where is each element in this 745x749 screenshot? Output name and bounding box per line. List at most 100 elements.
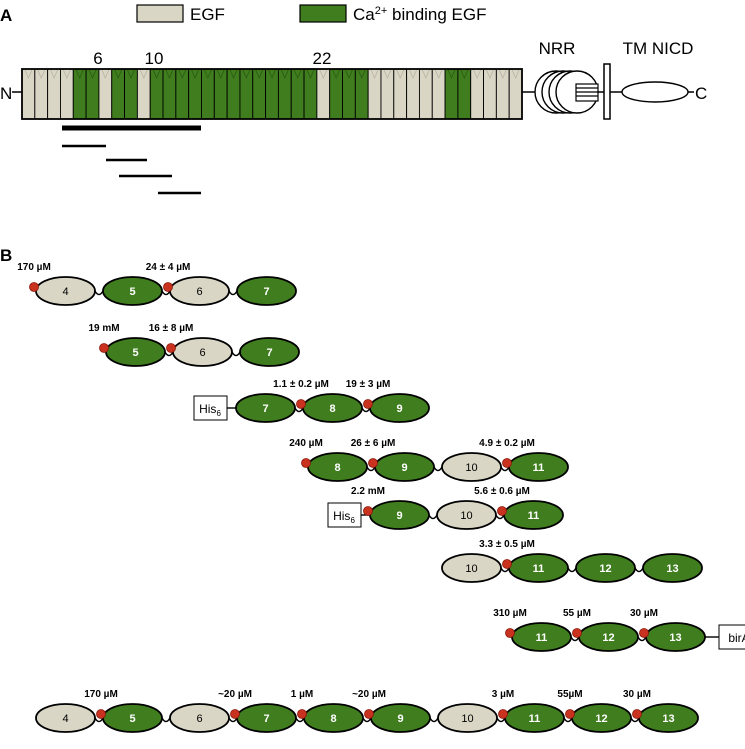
egf-domain-label: 4 (62, 713, 68, 725)
panel-b-label: B (0, 246, 12, 265)
kd-label: 30 µM (630, 608, 658, 619)
panel-a: A EGF Ca2+ binding EGF N 6 10 22 (0, 4, 707, 195)
egf-repeat-ca-20 (265, 68, 279, 120)
egf-repeat-29 (380, 68, 395, 120)
egf-repeat-ca-9 (124, 68, 138, 120)
kd-label: 5.6 ± 0.6 µM (474, 486, 530, 497)
egf-domain-5 (102, 276, 163, 306)
egf-domain-label: 12 (602, 632, 614, 644)
egf-repeat-ca-17 (226, 68, 241, 120)
kd-label: 3 µM (492, 689, 514, 700)
egf-domain-label: 13 (662, 713, 674, 725)
egf-domain-label: 8 (329, 403, 335, 415)
egf-repeat-ca-23 (303, 68, 318, 120)
egf-repeat-39 (508, 68, 523, 120)
egf-domain-label: 12 (595, 713, 607, 725)
egf-repeat-30 (393, 68, 408, 120)
calcium-site (99, 343, 109, 353)
calcium-site (639, 628, 649, 638)
egf-domain-label: 6 (196, 713, 202, 725)
calcium-site (230, 709, 240, 719)
egf-domain-7 (236, 276, 297, 306)
egf-repeat-ca-22 (290, 68, 305, 120)
egf-repeat-7 (98, 68, 113, 120)
egf-domain-label: 10 (461, 713, 473, 725)
egf-domain-label: 6 (199, 347, 205, 359)
his6-label: His6 (333, 509, 355, 525)
kd-label: 2.2 mM (351, 486, 385, 497)
calcium-site (502, 458, 512, 468)
egf-repeat-ca-19 (252, 68, 267, 120)
egf-domain-label: 12 (599, 563, 611, 575)
egf-repeat-ca-16 (213, 68, 228, 120)
egf-repeat-ca-13 (175, 68, 190, 120)
egf-domain-label: 8 (334, 462, 340, 474)
egf-repeat-ca-12 (162, 68, 177, 120)
egf-repeat-24 (316, 68, 331, 120)
calcium-site (96, 709, 106, 719)
egf-domain-label: 13 (666, 563, 678, 575)
kd-label: 1.1 ± 0.2 µM (273, 379, 329, 390)
calcium-site (163, 282, 173, 292)
egf-domain-label: 11 (536, 632, 548, 644)
calcium-site (502, 559, 512, 569)
calcium-site (363, 506, 373, 516)
egf-domain-label: 7 (262, 403, 268, 415)
nicd-domain (621, 81, 689, 103)
egf-domain-label: 4 (62, 286, 68, 298)
kd-label: 26 ± 6 µM (351, 438, 396, 449)
c-terminus-label: C (695, 84, 707, 103)
calcium-site (498, 709, 508, 719)
kd-label: ~20 µM (218, 689, 252, 700)
nrr-domain (534, 70, 599, 114)
egf-domain-label: 7 (263, 713, 269, 725)
egf-repeat-ca-21 (277, 68, 292, 120)
calcium-site (565, 709, 575, 719)
n-terminus-label: N (0, 84, 12, 103)
egf-domain-label: 9 (396, 403, 402, 415)
egf-domain-12 (575, 553, 636, 583)
egf-repeat-ca-14 (188, 68, 202, 120)
calcium-site (297, 709, 307, 719)
calcium-site (505, 628, 515, 638)
bira-tag (718, 624, 745, 650)
egf-repeat-array (21, 68, 523, 120)
egf-repeat-ca-5 (72, 68, 87, 120)
egf-domain-label: 9 (401, 462, 407, 474)
egf-repeat-37 (483, 68, 497, 120)
kd-label: 1 µM (291, 689, 313, 700)
bira-label: birA (728, 631, 745, 645)
egf-repeat-33 (431, 68, 446, 120)
egf-repeat-2 (34, 68, 49, 120)
kd-label: 240 µM (289, 438, 323, 449)
egf-repeat-36 (470, 68, 484, 120)
egf-repeat-ca-15 (201, 68, 215, 120)
legend-egf-label: EGF (190, 5, 225, 24)
egf-domain-label: 5 (129, 286, 135, 298)
egf-repeat-ca-27 (354, 68, 369, 120)
his6-label: His6 (199, 402, 221, 418)
legend-ca-label: Ca2+ binding EGF (353, 5, 487, 24)
kd-label: 30 µM (623, 689, 651, 700)
legend-ca-swatch (299, 4, 347, 23)
his6-tag (327, 502, 362, 528)
egf-repeat-ca-26 (342, 68, 356, 120)
marker-egf-10: 10 (145, 49, 164, 68)
kd-label: 170 µM (84, 689, 118, 700)
egf-domain-7 (235, 393, 296, 423)
kd-label: 19 mM (88, 323, 119, 334)
egf-repeat-ca-25 (329, 68, 343, 120)
marker-egf-22: 22 (313, 49, 332, 68)
egf-repeat-ca-18 (239, 68, 254, 120)
egf-repeat-ca-6 (85, 68, 100, 120)
kd-label: 16 ± 8 µM (149, 323, 194, 334)
egf-domain-13 (642, 553, 703, 583)
egf-domain-label: 8 (330, 713, 336, 725)
